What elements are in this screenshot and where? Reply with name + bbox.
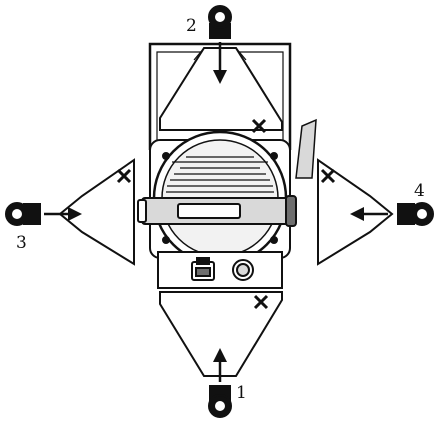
arrow-up-icon bbox=[213, 348, 227, 382]
callout-left: 3 bbox=[16, 233, 27, 253]
arrow-down-icon bbox=[213, 42, 227, 84]
barn-door-bottom-x-mark bbox=[253, 294, 269, 310]
lock-knob-left-icon bbox=[5, 202, 41, 226]
callout-right: 4 bbox=[414, 181, 425, 201]
barn-door-top bbox=[159, 47, 283, 134]
knob-icon bbox=[232, 259, 254, 281]
callout-bottom: 1 bbox=[236, 383, 247, 403]
lock-knob-top-icon bbox=[208, 5, 232, 39]
lock-knobs bbox=[5, 5, 434, 418]
lock-knob-bottom-icon bbox=[208, 385, 232, 418]
barn-door-bottom bbox=[159, 291, 283, 377]
arrows bbox=[44, 42, 388, 382]
barn-door-top-x-mark bbox=[251, 118, 267, 134]
fresnel-lens-ribs bbox=[166, 156, 274, 193]
callout-top: 2 bbox=[186, 16, 197, 36]
arrow-left-icon bbox=[350, 207, 388, 221]
barn-door-right-x-mark bbox=[320, 168, 336, 184]
lock-knob-right-icon bbox=[397, 202, 434, 226]
power-socket-icon bbox=[191, 257, 215, 281]
tilt-handle bbox=[295, 118, 317, 179]
spotlight-body bbox=[137, 130, 297, 289]
barn-door-left-x-mark bbox=[116, 168, 132, 184]
barn-door-left bbox=[58, 158, 135, 266]
arrow-right-icon bbox=[44, 207, 82, 221]
